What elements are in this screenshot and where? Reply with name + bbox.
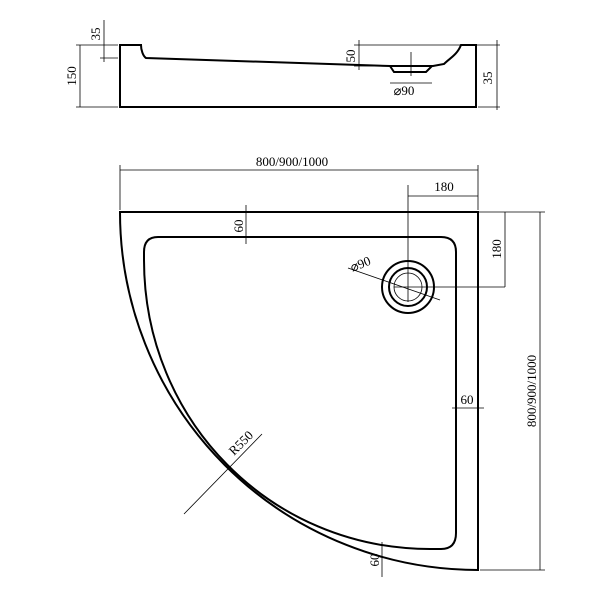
dim-side-slope-drop: 50	[343, 50, 358, 63]
side-drain-outlet	[389, 65, 433, 73]
dim-plan-drain-diameter: ⌀90	[348, 253, 373, 275]
dim-plan-drain-offset-x: 180	[434, 179, 454, 194]
dim-plan-width: 800/900/1000	[256, 154, 328, 169]
dim-plan-drain-offset-y: 180	[489, 239, 504, 259]
dim-plan-radius: R550	[226, 428, 257, 459]
side-view: 35 150 50 35 ⌀90	[64, 20, 500, 110]
dim-plan-rim-right: 60	[461, 392, 474, 407]
dim-plan-rim-top: 60	[231, 220, 246, 233]
tray-floor-line	[145, 57, 391, 67]
dim-plan-depth: 800/900/1000	[524, 355, 539, 427]
dim-side-height: 150	[64, 66, 79, 86]
dim-plan-rim-bottom: 60	[367, 554, 382, 567]
plan-view: ⌀90 800/900/1000 180 180 800/900/1000 60…	[118, 154, 545, 577]
radius-leader	[183, 433, 263, 515]
tray-side-outline	[119, 44, 477, 108]
dim-side-rim-left: 35	[88, 28, 103, 41]
tray-outer-outline	[118, 211, 479, 572]
dim-side-rim-right: 35	[480, 72, 495, 85]
tray-inner-basin	[143, 236, 457, 550]
dim-side-drain-diameter: ⌀90	[394, 83, 415, 98]
drain-diameter-leader	[347, 267, 441, 301]
